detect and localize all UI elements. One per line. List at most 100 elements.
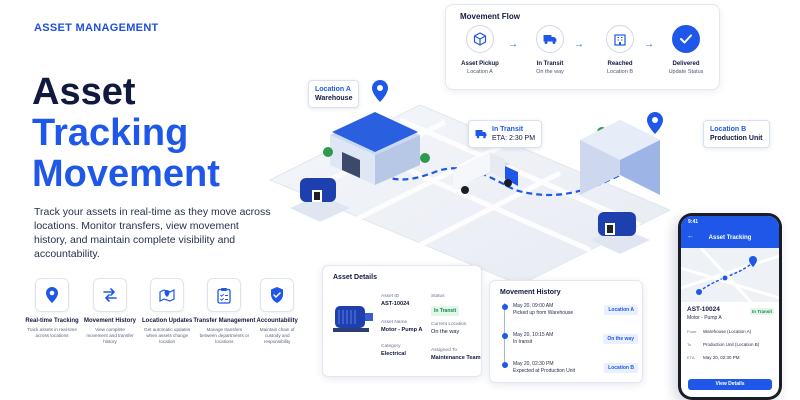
history-description: In transit xyxy=(513,339,533,345)
arrow-right-icon: → xyxy=(644,39,654,50)
assigned-to-label: Assigned To xyxy=(431,348,458,353)
feature-title: Transfer Management xyxy=(193,318,256,324)
arrow-right-icon: → xyxy=(574,39,584,50)
phone-mockup: 9:41 ← Asset Tracking AST-10024 Motor - … xyxy=(678,213,782,400)
phone-header: 9:41 ← Asset Tracking xyxy=(681,216,779,248)
truck-icon xyxy=(475,130,487,139)
in-transit-tag: In Transit ETA: 2:30 PM xyxy=(468,120,543,148)
feature-subtitle: Manage transfers between departments or … xyxy=(199,327,250,344)
page-title: Asset Tracking Movement xyxy=(32,72,220,195)
location-b-tag: Location B Production Unit xyxy=(703,120,770,148)
feature-accountability: Accountability Maintain chain of custody… xyxy=(256,278,298,345)
asset-id-value: AST-10024 xyxy=(381,301,410,307)
movement-history-card: Movement History May 20, 09:00 AM Picked… xyxy=(489,280,643,383)
location-a-tag: Location A Warehouse xyxy=(308,80,360,108)
category-value: Electrical xyxy=(381,351,406,357)
arrow-right-icon: → xyxy=(508,39,518,50)
hero-description: Track your assets in real-time as they m… xyxy=(34,206,271,260)
phone-status-badge: In Transit xyxy=(749,308,774,315)
feature-movement-history: Movement History View complete movement … xyxy=(84,278,136,345)
building-icon xyxy=(606,25,634,53)
timeline-dot xyxy=(502,304,508,310)
timeline-dot xyxy=(502,333,508,339)
feature-list: Real-time Tracking Track assets in real-… xyxy=(25,278,298,345)
phone-map[interactable] xyxy=(681,248,779,302)
history-date: May 20, 09:00 AM xyxy=(513,303,554,309)
asset-name-value: Motor - Pump A xyxy=(381,327,423,333)
title-line-1: Asset xyxy=(32,71,136,113)
flow-step-transit: In Transit On the way xyxy=(522,25,578,75)
flow-step-delivered: Delivered Update Status xyxy=(658,25,714,75)
history-location-badge: Location A xyxy=(604,305,638,315)
warehouse-building-icon xyxy=(330,112,420,185)
view-details-button[interactable]: View Details xyxy=(688,379,772,390)
location-b-name: Production Unit xyxy=(710,135,763,142)
feature-subtitle: View complete movement and transfer hist… xyxy=(86,327,134,344)
feature-transfer-management: Transfer Management Manage transfers bet… xyxy=(193,278,255,345)
section-kicker: ASSET MANAGEMENT xyxy=(34,22,159,34)
category-label: Category xyxy=(381,344,401,349)
box-icon xyxy=(466,25,494,53)
phone-to-value: Production Unit (Location B) xyxy=(703,342,760,347)
feature-subtitle: Get automatic updates when assets change… xyxy=(144,327,191,344)
feature-title: Real-time Tracking xyxy=(25,318,79,324)
phone-eta-value: May 20, 02:30 PM xyxy=(703,355,740,360)
flow-step-reached: Reached Location B xyxy=(592,25,648,75)
flow-step-subtitle: On the way xyxy=(536,69,564,75)
phone-from-label: From xyxy=(687,329,697,334)
location-a-label: Location A xyxy=(315,86,351,93)
feature-subtitle: Maintain chain of custody and responsibi… xyxy=(259,327,295,344)
flow-step-pickup: Asset Pickup Location A xyxy=(452,25,508,75)
in-transit-label: In Transit xyxy=(492,126,524,133)
location-pin-icon xyxy=(35,278,69,312)
map-pin-icon xyxy=(150,278,185,312)
motor-asset-icon xyxy=(333,306,373,332)
asset-details-title: Asset Details xyxy=(333,274,377,281)
flow-step-subtitle: Location B xyxy=(607,69,633,75)
history-description: Picked up from Warehouse xyxy=(513,310,574,316)
location-b-label: Location B xyxy=(710,126,747,133)
phone-screen: 9:41 ← Asset Tracking AST-10024 Motor - … xyxy=(681,216,779,397)
feature-realtime-tracking: Real-time Tracking Track assets in real-… xyxy=(25,278,79,345)
asset-id-label: Asset ID xyxy=(381,294,400,299)
flow-step-subtitle: Update Status xyxy=(668,69,704,75)
phone-to-label: To xyxy=(687,342,692,347)
back-arrow-icon[interactable]: ← xyxy=(687,233,694,240)
history-date: May 20, 10:15 AM xyxy=(513,332,554,338)
current-location-label: Current Location xyxy=(431,322,467,327)
location-b-pin-icon xyxy=(647,112,663,134)
flow-step-title: Delivered xyxy=(672,61,700,67)
location-a-name: Warehouse xyxy=(315,95,353,102)
delivery-truck-icon xyxy=(453,152,518,194)
status-badge: In Transit xyxy=(431,306,460,316)
motor-asset-icon xyxy=(290,178,350,222)
check-circle-icon xyxy=(672,25,700,53)
route-map-illustration xyxy=(268,80,672,280)
asset-name-label: Asset Name xyxy=(381,320,408,325)
phone-asset-name: Motor - Pump A xyxy=(687,315,722,321)
feature-title: Accountability xyxy=(256,318,298,324)
movement-flow-card: Movement Flow Asset Pickup Location A → … xyxy=(445,4,720,90)
assigned-to-value: Maintenance Team xyxy=(431,355,481,361)
phone-eta-label: ETA xyxy=(687,355,695,360)
history-location-badge: On the way xyxy=(603,334,638,344)
clipboard-check-icon xyxy=(207,278,242,312)
flow-step-title: Reached xyxy=(607,61,633,67)
title-line-3: Movement xyxy=(32,153,220,195)
title-line-2: Tracking xyxy=(32,112,189,154)
history-date: May 20, 02:30 PM xyxy=(513,361,554,367)
phone-asset-id: AST-10024 xyxy=(687,306,720,313)
feature-location-updates: Location Updates Get automatic updates w… xyxy=(142,278,192,345)
location-a-pin-icon xyxy=(372,80,388,102)
phone-from-value: Warehouse (Location A) xyxy=(703,329,752,334)
phone-title: Asset Tracking xyxy=(708,235,752,241)
history-description: Expected at Production Unit xyxy=(513,368,575,374)
truck-icon xyxy=(536,25,564,53)
status-bar-time: 9:41 xyxy=(688,219,699,225)
motor-asset-icon xyxy=(590,212,650,254)
production-building-icon xyxy=(580,120,660,195)
swap-arrows-icon xyxy=(93,278,127,312)
shield-check-icon xyxy=(260,278,295,312)
flow-step-subtitle: Location A xyxy=(467,69,493,75)
current-location-value: On the way xyxy=(431,329,460,335)
